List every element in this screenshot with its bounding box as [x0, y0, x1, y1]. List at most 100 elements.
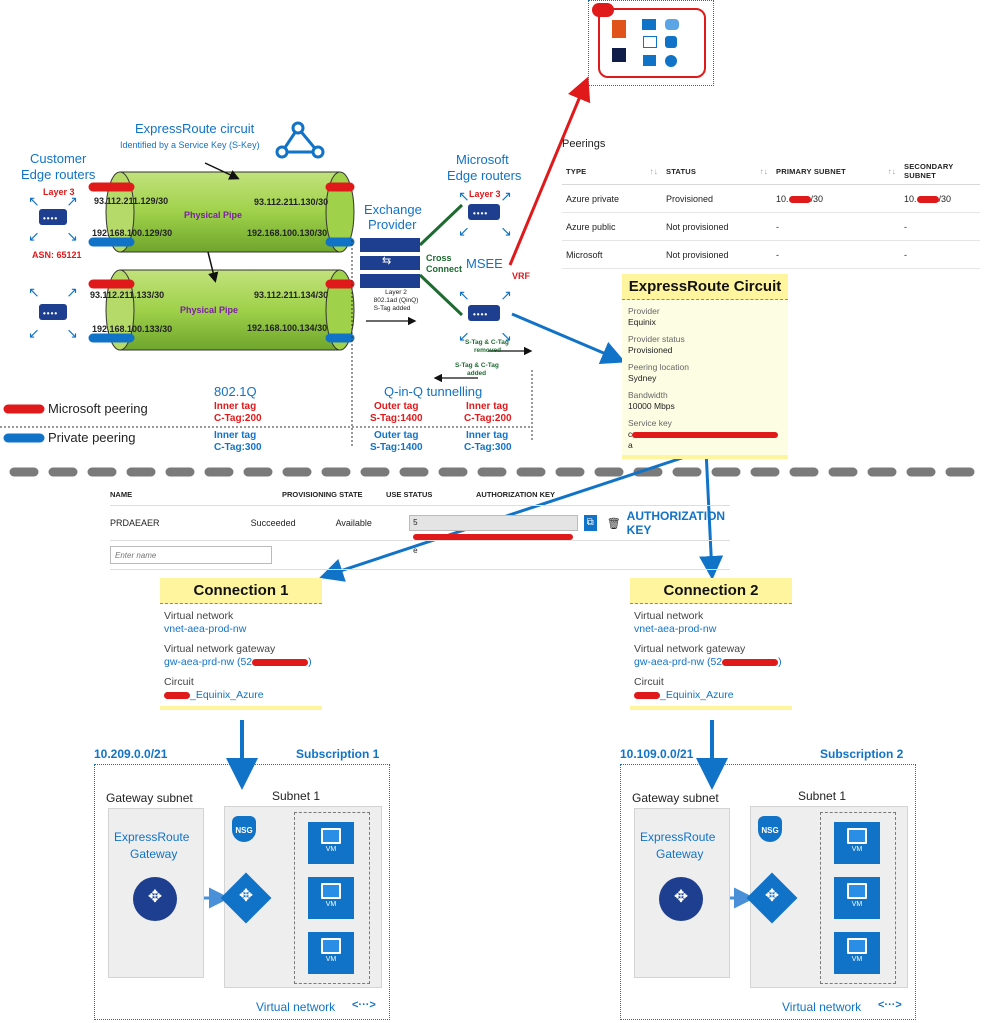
layer2-3: S-Tag added [373, 305, 411, 312]
pipe1-tr: 93.112.211.130/30 [254, 197, 329, 207]
legend-microsoft: Microsoft peering [48, 401, 148, 416]
col-status[interactable]: STATUS↑↓ [666, 166, 768, 176]
peerings-header: TYPE↑↓ STATUS↑↓ PRIMARY SUBNET↑↓ SECONDA… [562, 158, 980, 185]
vm-icon[interactable]: VM [308, 822, 354, 864]
col-secondary[interactable]: SECONDARY SUBNET [904, 162, 954, 180]
vm-icon[interactable]: VM [308, 877, 354, 919]
pipe1-bl: 192.168.100.129/30 [92, 228, 173, 238]
stag-removed-1: S-Tag & C-Tag [465, 339, 509, 346]
expressroute-gateway-icon: ✥ [659, 877, 703, 921]
subnet-1-title: Subnet 1 [272, 789, 321, 803]
inner-tag-pv-2: Inner tag [466, 430, 509, 441]
provider-value: Equinix [628, 317, 656, 327]
table-row[interactable]: PRDAEAER Succeeded Available 5e ⧉ 🗑 AUTH… [110, 506, 730, 555]
peerings-table: TYPE↑↓ STATUS↑↓ PRIMARY SUBNET↑↓ SECONDA… [562, 158, 980, 269]
vm-icon[interactable]: VM [834, 932, 880, 974]
vm-icon[interactable]: VM [308, 932, 354, 974]
vnet-1-footer-icon: <···> [352, 999, 376, 1011]
subnet-2-title: Subnet 1 [798, 789, 847, 803]
gateway-link[interactable]: gw-aea-prd-nw (52) [164, 656, 312, 668]
table-icon [642, 19, 656, 30]
customer-router-2-icon: •••• ↖ ↗ ↙ ↘ [28, 284, 78, 341]
circuit-card: ExpressRoute Circuit Provider Equinix Pr… [622, 274, 788, 459]
gateway-subnet-2-title: Gateway subnet [632, 791, 719, 805]
service-key-value[interactable]: ca [628, 429, 782, 451]
auth-new-row [110, 541, 730, 570]
service-key-icon [278, 122, 322, 158]
layer2-1: Layer 2 [385, 289, 407, 296]
vnet-link[interactable]: vnet-aea-prod-nw [634, 623, 717, 635]
blob-icon [665, 36, 677, 48]
stag-removed-2: removed [474, 347, 502, 354]
vnet-1-footer: Virtual network [256, 1000, 336, 1014]
vnet-2-box [620, 764, 916, 1020]
gateway-link[interactable]: gw-aea-prd-nw (52) [634, 656, 782, 668]
vrf-label: VRF [512, 271, 530, 281]
exchange-title-2: Provider [368, 217, 417, 232]
lb-arrows-icon: ✥ [238, 886, 254, 905]
lb-arrows-icon: ✥ [764, 886, 780, 905]
ms-title-1: Microsoft [456, 152, 509, 167]
ms-router-2-icon: •••• ↖ ↗ ↙ ↘ [458, 287, 512, 344]
peerings-title: Peerings [562, 138, 606, 150]
table-row[interactable]: Azure private Provisioned 10./30 10./30 [562, 185, 980, 213]
ms-router-1-icon: •••• ↖ ↗ ↙ ↘ [458, 188, 512, 239]
name-input[interactable] [110, 546, 272, 564]
outer-tag-pv: Outer tag [374, 430, 419, 441]
vnet-1-box [94, 764, 390, 1020]
vm-scale-set-2 [820, 812, 896, 984]
stag-ms: S-Tag:1400 [370, 413, 423, 424]
service-key-label: Service key [628, 418, 672, 428]
office-icon [612, 20, 626, 38]
globe-icon [665, 55, 677, 67]
col-primary[interactable]: PRIMARY SUBNET↑↓ [776, 166, 896, 176]
exchange-title-1: Exchange [364, 202, 422, 217]
vm-scale-set-1 [294, 812, 370, 984]
col-type[interactable]: TYPE↑↓ [566, 166, 658, 176]
customer-layer3: Layer 3 [43, 187, 75, 197]
vnet-2-footer-icon: <···> [878, 999, 902, 1011]
customer-title-1: Customer [30, 151, 87, 166]
pipe1-label: Physical Pipe [184, 210, 243, 220]
subscription-2: Subscription 2 [820, 747, 904, 761]
stag-added-2: added [467, 370, 487, 377]
er-gateway-1-label-1: ExpressRoute [114, 830, 190, 844]
cross-connect-1: Cross [426, 253, 452, 263]
provider-label: Provider [628, 306, 660, 316]
auth-header: NAME PROVISIONING STATE USE STATUS AUTHO… [110, 483, 730, 506]
vnet-link[interactable]: vnet-aea-prod-nw [164, 623, 247, 635]
qinq-title: Q-in-Q tunnelling [384, 384, 483, 399]
cidr-1: 10.209.0.0/21 [94, 747, 168, 761]
cidr-2: 10.109.0.0/21 [620, 747, 694, 761]
dot1q-title: 802.1Q [214, 384, 257, 399]
circuit-link[interactable]: _Equinix_Azure [164, 689, 318, 702]
pipe2-tr: 93.112.211.134/30 [254, 290, 329, 300]
gateway-subnet-1-title: Gateway subnet [106, 791, 193, 805]
er-gateway-1-label-2: Gateway [130, 847, 178, 861]
ctag-ms-1: C-Tag:200 [214, 413, 262, 424]
subscription-1: Subscription 1 [296, 747, 380, 761]
vm-icon[interactable]: VM [834, 822, 880, 864]
circuit-link[interactable]: _Equinix_Azure [634, 689, 788, 702]
ms-title-2: Edge routers [447, 168, 522, 183]
monitor-icon [643, 55, 656, 66]
inner-tag-ms-1: Inner tag [214, 401, 257, 412]
cross-connect-2: Connect [426, 264, 462, 274]
auth-key-field[interactable]: 5e [409, 515, 578, 555]
table-row[interactable]: Azure public Not provisioned - - [562, 213, 980, 241]
nsg-shield-icon: NSG [758, 816, 782, 842]
outer-tag-ms: Outer tag [374, 401, 419, 412]
copy-icon[interactable]: ⧉ [583, 515, 597, 531]
pipe2-tl: 93.112.211.133/30 [90, 290, 165, 300]
auth-key-heading: AUTHORIZATION KEY [626, 509, 726, 537]
table-row[interactable]: Microsoft Not provisioned - - [562, 241, 980, 269]
circuit-title: ExpressRoute circuit [135, 121, 255, 136]
inner-tag-ms-2: Inner tag [466, 401, 509, 412]
stag-pv: S-Tag:1400 [370, 442, 423, 453]
physical-pipe-2 [105, 269, 355, 351]
status-label: Provider status [628, 334, 685, 344]
asn-label: ASN: 65121 [32, 250, 82, 260]
trash-icon[interactable]: 🗑 [606, 517, 621, 530]
vm-icon[interactable]: VM [834, 877, 880, 919]
